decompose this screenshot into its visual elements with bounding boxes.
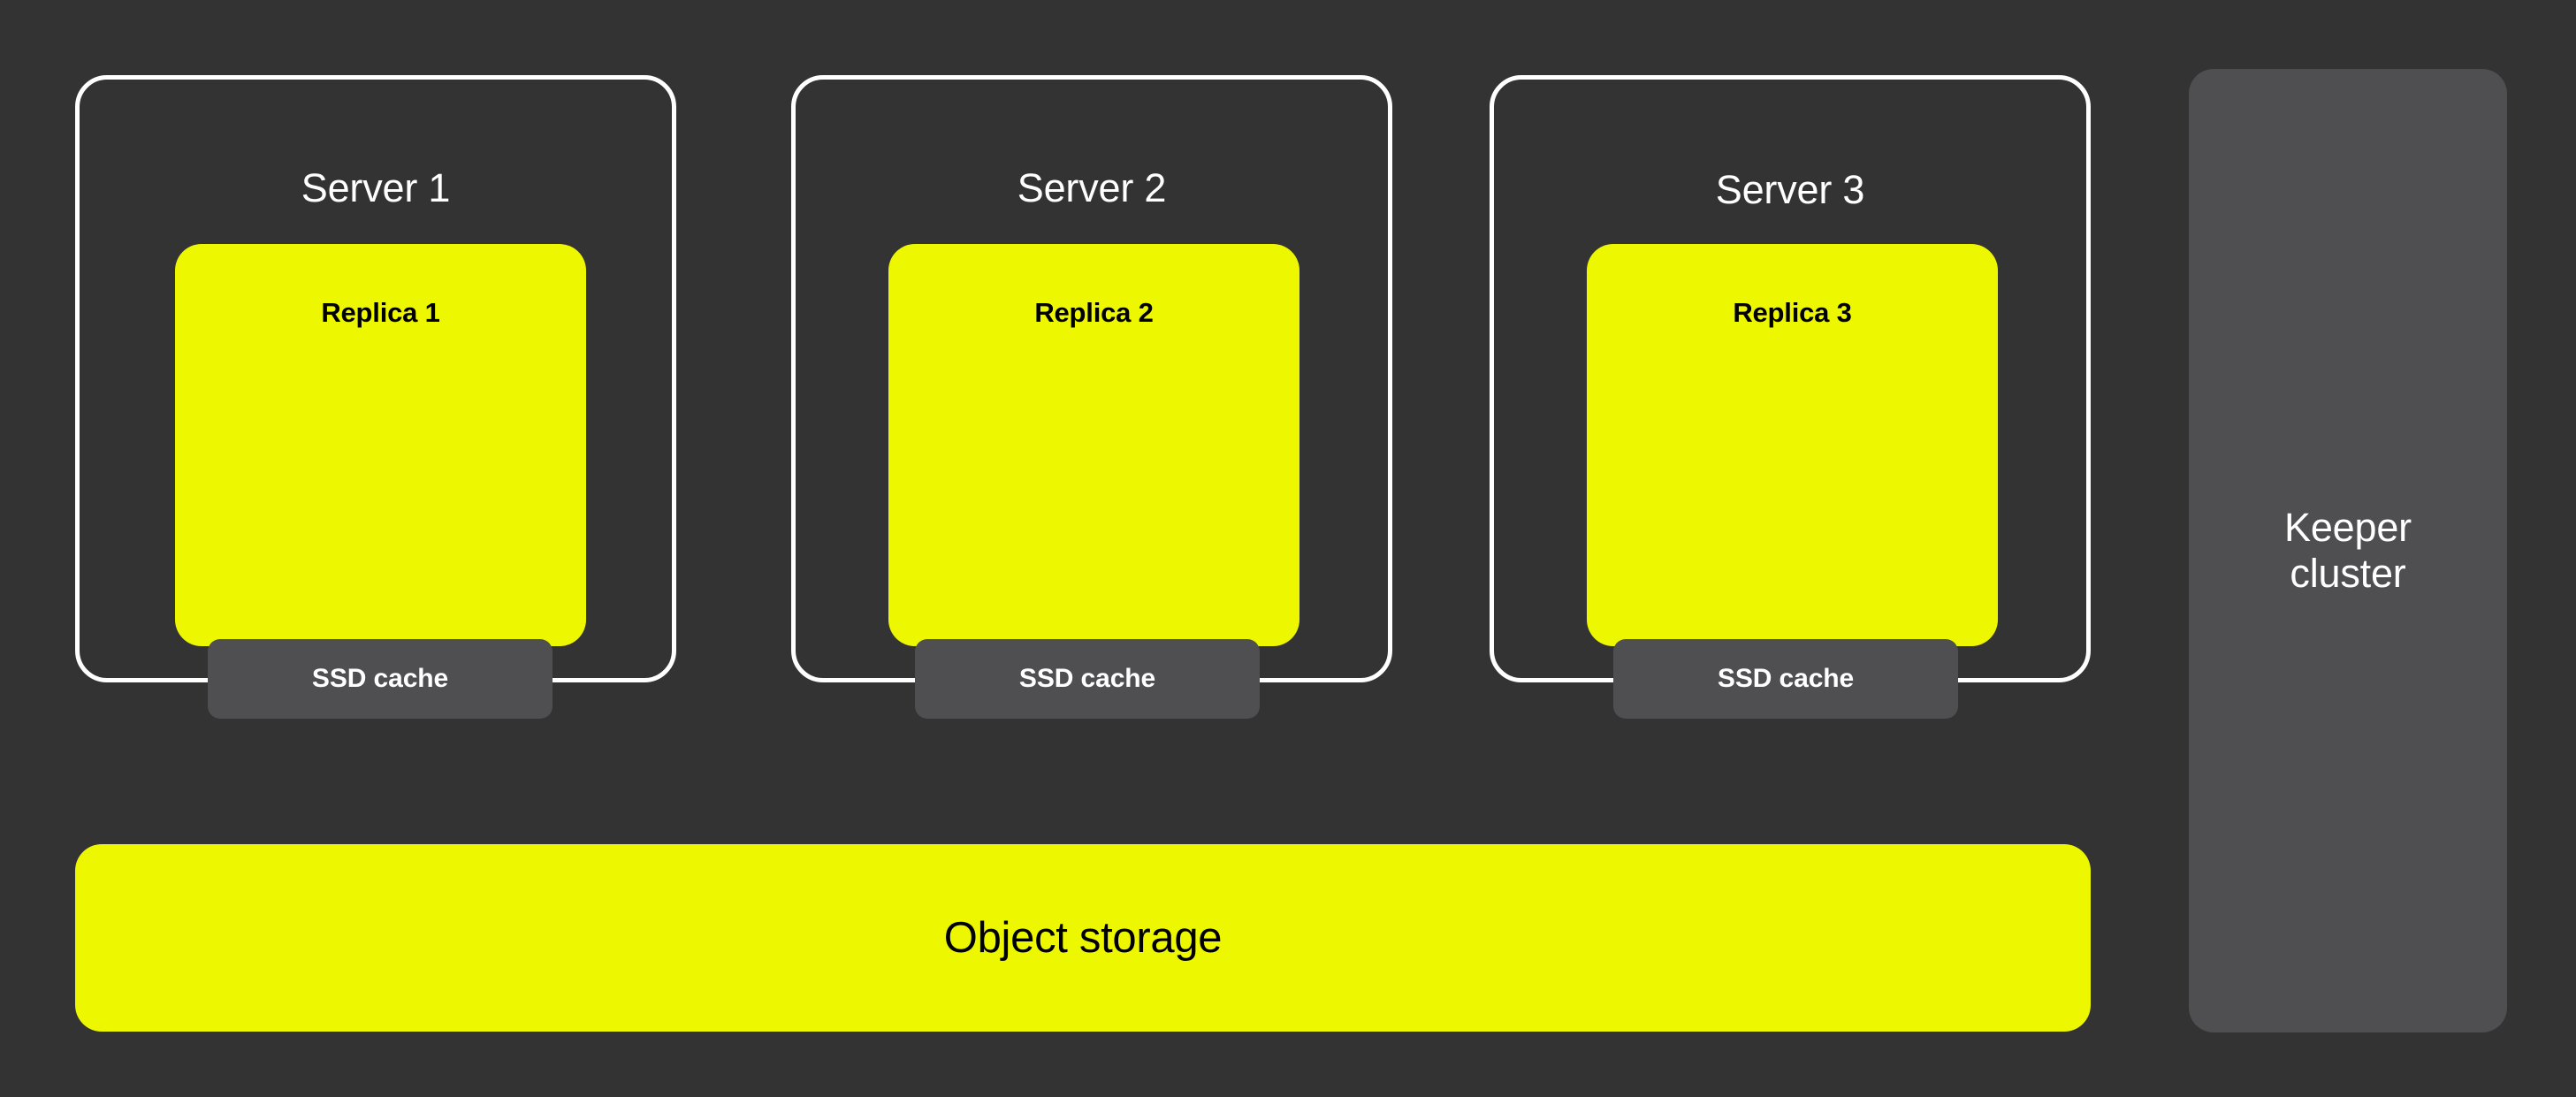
- server-card-2: Server 2 Replica 2: [791, 75, 1392, 682]
- ssd-cache-label-2: SSD cache: [1018, 664, 1156, 693]
- server-title-2: Server 2: [1017, 165, 1167, 210]
- server-card-3: Server 3 Replica 3: [1490, 75, 2091, 682]
- replica-box-3: Replica 3: [1587, 244, 1998, 646]
- replica-label-1: Replica 1: [321, 297, 440, 328]
- server-title-3: Server 3: [1715, 167, 1865, 212]
- ssd-cache-3: SSD cache: [1613, 639, 1958, 719]
- replica-box-1: Replica 1: [175, 244, 586, 646]
- server-card-1: Server 1 Replica 1: [75, 75, 676, 682]
- ssd-cache-1: SSD cache: [208, 639, 553, 719]
- ssd-cache-2: SSD cache: [915, 639, 1260, 719]
- ssd-cache-label-1: SSD cache: [311, 664, 449, 693]
- replica-label-2: Replica 2: [1034, 297, 1154, 328]
- keeper-cluster-label: Keeper cluster: [2284, 505, 2412, 596]
- object-storage-bar: Object storage: [75, 844, 2091, 1032]
- keeper-cluster-panel: Keeper cluster: [2189, 69, 2507, 1032]
- object-storage-label: Object storage: [943, 913, 1223, 962]
- ssd-cache-label-3: SSD cache: [1717, 664, 1855, 693]
- server-title-1: Server 1: [301, 165, 451, 210]
- replica-label-3: Replica 3: [1733, 297, 1852, 328]
- replica-box-2: Replica 2: [888, 244, 1299, 646]
